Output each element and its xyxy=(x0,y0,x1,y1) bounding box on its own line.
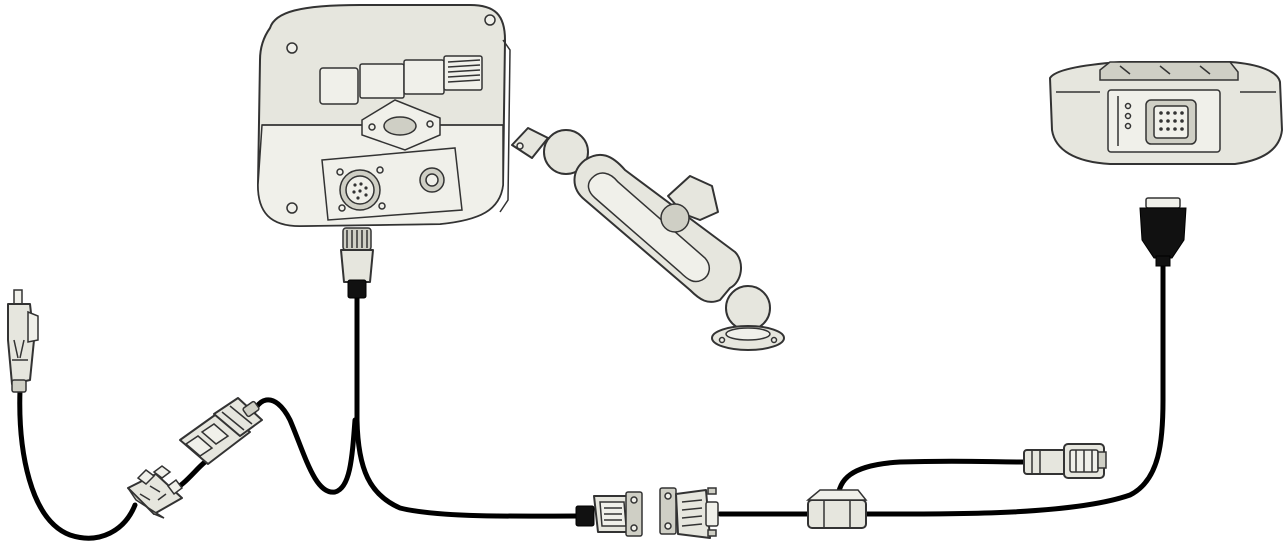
cable-display-main xyxy=(357,296,580,516)
gps-receiver-icon xyxy=(1050,62,1282,164)
cable-splitter-to-receiver xyxy=(866,262,1163,514)
aux-connector-icon xyxy=(1024,444,1106,478)
cable-power-connector-to-display xyxy=(250,400,355,492)
power-plug-icon xyxy=(8,290,38,392)
cable-splitter-to-aux xyxy=(838,461,1025,500)
y-splitter-icon xyxy=(808,490,866,528)
fuse-holder-icon xyxy=(128,466,182,518)
cable-power-plug-to-fuse xyxy=(20,390,135,538)
receiver-cable-connector-icon xyxy=(1140,198,1186,266)
ram-mount-icon xyxy=(512,128,784,350)
power-connector-icon xyxy=(180,398,262,464)
db9-female-icon xyxy=(576,492,642,536)
db9-male-icon xyxy=(660,488,718,538)
cables xyxy=(20,262,1163,538)
display-unit-icon xyxy=(258,5,510,226)
display-cable-connector-icon xyxy=(341,228,373,298)
